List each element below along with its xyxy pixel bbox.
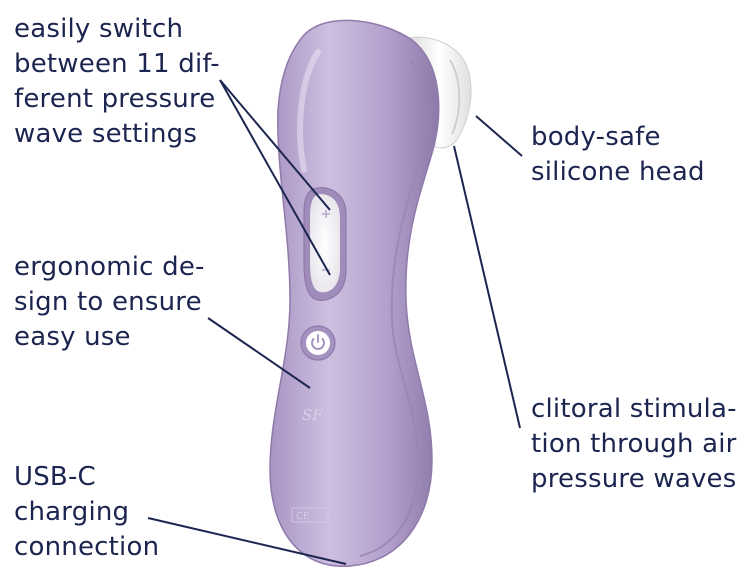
callout-pressure-settings: easily switch between 11 dif- ferent pre… <box>14 12 220 152</box>
callout-line: tion through air <box>531 429 737 459</box>
callout-line: body-safe <box>531 122 661 152</box>
callout-line: between 11 dif- <box>14 49 220 79</box>
ce-mark-icon: CE <box>291 507 329 523</box>
callout-silicone-head: body-safe silicone head <box>531 120 705 190</box>
pressure-buttons[interactable] <box>303 187 347 301</box>
callout-line: USB-C <box>14 462 96 492</box>
callout-line: ferent pressure <box>14 84 216 114</box>
callout-line: wave settings <box>14 119 198 149</box>
power-button[interactable] <box>300 325 336 361</box>
callout-lines <box>147 79 523 565</box>
callout-air-pressure: clitoral stimula- tion through air press… <box>531 392 737 497</box>
callout-line: pressure waves <box>531 464 737 494</box>
power-icon <box>311 334 325 350</box>
callout-usb-charging: USB-C charging connection <box>14 460 159 565</box>
callout-line: easy use <box>14 322 131 352</box>
callout-ergonomic-design: ergonomic de- sign to ensure easy use <box>14 250 205 355</box>
callout-line: charging <box>14 497 130 527</box>
callout-line: clitoral stimula- <box>531 394 737 424</box>
device-body <box>269 19 440 567</box>
sf-logo-icon: SF <box>302 406 323 424</box>
callout-line: ergonomic de- <box>14 252 205 282</box>
svg-text:CE: CE <box>296 511 309 522</box>
callout-line: easily switch <box>14 14 184 44</box>
callout-line: sign to ensure <box>14 287 202 317</box>
callout-line: connection <box>14 532 160 562</box>
svg-text:SF: SF <box>302 406 323 424</box>
plus-icon[interactable] <box>322 210 330 218</box>
callout-line: silicone head <box>531 157 705 187</box>
